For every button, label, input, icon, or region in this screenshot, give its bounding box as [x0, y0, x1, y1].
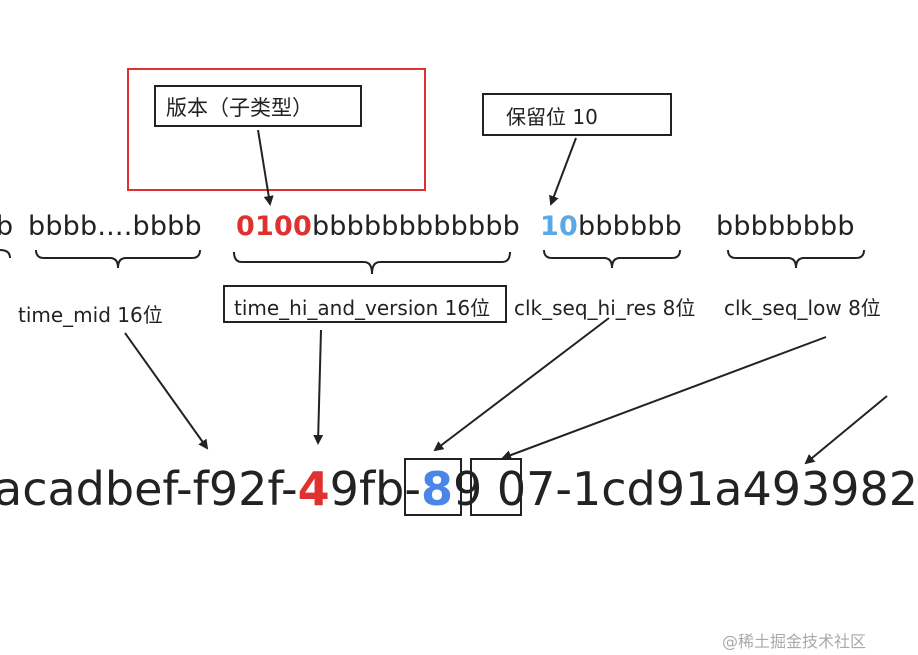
watermark: @稀土掘金技术社区 — [722, 632, 867, 651]
bits-time-hi-version: 0100bbbbbbbbbbbb — [236, 211, 520, 242]
version-callout-label: 版本（子类型） — [166, 96, 313, 120]
label-time-hi-version: time_hi_and_version 16位 — [234, 296, 491, 320]
label-time-mid: time_mid 16位 — [18, 303, 163, 327]
bits-clk-seq-low: bbbbbbbb — [716, 211, 855, 242]
time-hi-version-box — [223, 285, 507, 323]
version-bits: 0100 — [236, 211, 312, 242]
reserved-rest-bits: bbbbbb — [577, 211, 683, 242]
bits-time-mid: bbbb....bbbb — [28, 211, 202, 242]
version-rest-bits: bbbbbbbbbbbb — [311, 211, 521, 242]
uuid-seq-low-digits: 07 — [496, 462, 556, 516]
reserved-callout-box — [482, 93, 672, 136]
seq-low-digits-box — [470, 458, 522, 516]
uuid-part4: -1cd91a493982 — [555, 462, 918, 516]
version-highlight-frame — [127, 68, 426, 191]
label-clk-seq-low: clk_seq_low 8位 — [724, 296, 881, 320]
variant-digits-box — [404, 458, 462, 516]
brace-time-mid — [35, 249, 201, 269]
version-callout-box — [154, 85, 362, 127]
arrow-version-callout — [257, 129, 274, 206]
brace-clk-seq-hi — [543, 249, 681, 269]
arrow-time-mid — [124, 332, 209, 450]
uuid-variant-digit: 8 — [420, 462, 453, 516]
arrow-clk-seq-low — [501, 336, 827, 460]
arrow-reserved-callout — [549, 137, 577, 206]
brace-time-hi-version — [233, 251, 511, 275]
brace-left-fragment — [0, 249, 11, 259]
uuid-string: acadbef-f92f-49fb-89 07-1cd91a493982 — [0, 462, 918, 516]
bits-left-fragment: b — [0, 211, 14, 242]
brace-clk-seq-low — [727, 249, 865, 269]
uuid-part1: acadbef-f92f- — [0, 462, 298, 516]
arrow-time-hi-version — [313, 329, 324, 445]
reserved-callout-label: 保留位 10 — [506, 105, 598, 129]
label-clk-seq-hi-res: clk_seq_hi_res 8位 — [514, 296, 696, 320]
connectors-layer — [0, 129, 888, 465]
reserved-bits: 10 — [540, 211, 578, 242]
bits-clk-seq-hi: 10bbbbbb — [540, 211, 682, 242]
uuid-version-digit: 4 — [297, 462, 330, 516]
arrow-clk-seq-hi-res — [433, 317, 610, 452]
arrow-node — [804, 395, 888, 465]
uuid-part3: 9 — [452, 462, 497, 516]
